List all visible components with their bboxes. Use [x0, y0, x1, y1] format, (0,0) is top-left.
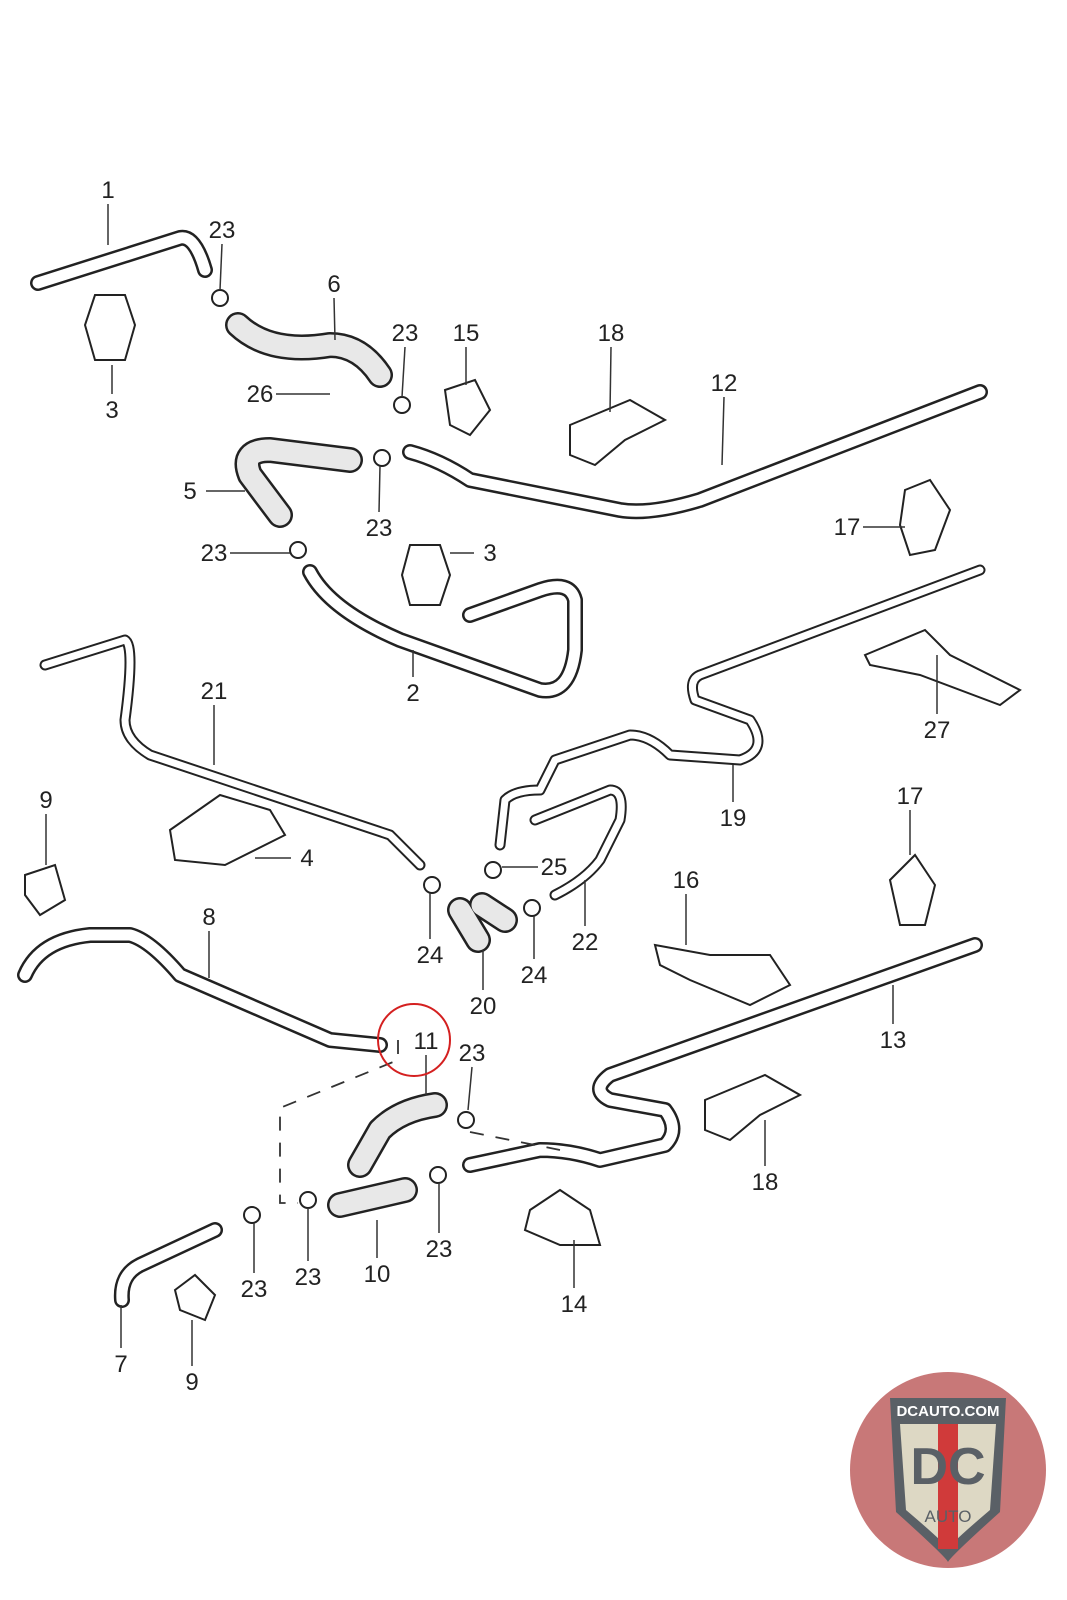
callout-8: 8 [202, 904, 215, 931]
callout-22: 22 [572, 929, 599, 956]
dcauto-logo: DCAUTO.COM DC AUTO [850, 1372, 1046, 1568]
callout-26: 26 [247, 381, 274, 408]
callout-7: 7 [114, 1351, 127, 1378]
callout-5: 5 [183, 478, 196, 505]
callout-13: 13 [880, 1027, 907, 1054]
leader-line [401, 346, 406, 398]
callout-23: 23 [201, 540, 228, 567]
callout-23: 23 [426, 1236, 453, 1263]
callout-6: 6 [327, 271, 340, 298]
dashed-connector [279, 1040, 561, 1204]
callout-11: 11 [414, 1028, 439, 1055]
callout-19: 19 [720, 805, 747, 832]
callout-18: 18 [752, 1169, 779, 1196]
callout-18: 18 [598, 320, 625, 347]
callout-20: 20 [470, 993, 497, 1020]
leader-lines [45, 204, 938, 1366]
callout-23: 23 [295, 1264, 322, 1291]
callout-21: 21 [201, 678, 228, 705]
callout-23: 23 [241, 1276, 268, 1303]
callout-10: 10 [364, 1261, 391, 1288]
callout-23: 23 [459, 1040, 486, 1067]
leader-line [333, 297, 336, 341]
leader-line [467, 1066, 473, 1111]
callout-9: 9 [185, 1369, 198, 1396]
callout-27: 27 [924, 717, 951, 744]
callout-23: 23 [366, 515, 393, 542]
logo-top-text: DCAUTO.COM [896, 1403, 999, 1420]
callout-17: 17 [834, 514, 861, 541]
callout-25: 25 [541, 854, 568, 881]
callout-23: 23 [392, 320, 419, 347]
leader-line [219, 243, 223, 291]
logo-letters: DC [910, 1438, 985, 1496]
leader-line [378, 465, 381, 513]
callout-12: 12 [711, 370, 738, 397]
callout-4: 4 [300, 845, 313, 872]
callout-15: 15 [453, 320, 480, 347]
callout-24: 24 [521, 962, 548, 989]
callout-23: 23 [209, 217, 236, 244]
callout-9: 9 [39, 787, 52, 814]
callout-14: 14 [561, 1291, 588, 1318]
leader-line [609, 346, 612, 413]
hoses [225, 312, 518, 1218]
callout-16: 16 [673, 867, 700, 894]
callout-3: 3 [483, 540, 496, 567]
clamps-and-brackets [24, 289, 1022, 1322]
callout-2: 2 [406, 680, 419, 707]
callout-1: 1 [101, 177, 114, 204]
callout-17: 17 [897, 783, 924, 810]
highlight-circle [377, 1003, 451, 1077]
logo-sub-text: AUTO [925, 1507, 972, 1526]
leader-line [721, 396, 725, 466]
pipes [17, 229, 988, 1308]
callout-24: 24 [417, 942, 444, 969]
callout-3: 3 [105, 397, 118, 424]
